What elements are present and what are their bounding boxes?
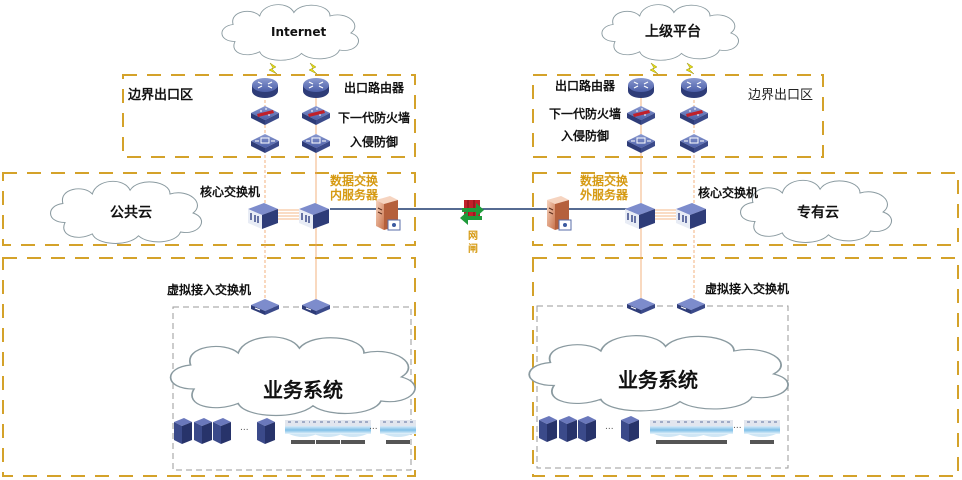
- ips-icon[interactable]: [679, 133, 709, 154]
- core-switch-label-left: 核心交换机: [200, 185, 261, 199]
- ips-label-left: 入侵防御: [350, 135, 399, 149]
- outer-server-label-line1: 数据交换: [580, 174, 629, 188]
- virtual-access-switch-icon[interactable]: [250, 298, 280, 316]
- rack-server-icon: [559, 416, 577, 442]
- border-exit-zone-right: [532, 74, 824, 158]
- border-exit-zone-left: [122, 74, 416, 158]
- outer-exchange-server-icon[interactable]: [546, 195, 572, 231]
- business-system-label-left: 业务系统: [263, 378, 343, 402]
- exit-router-label-right: 出口路由器: [555, 79, 616, 93]
- outer-server-label-line2: 外服务器: [580, 188, 629, 202]
- ellipsis-racks-left: ...: [240, 423, 249, 433]
- core-switch-icon[interactable]: [624, 202, 656, 230]
- ips-icon[interactable]: [301, 133, 331, 154]
- ngfw-label-right: 下一代防火墙: [549, 107, 622, 121]
- virtual-access-switch-icon[interactable]: [626, 297, 656, 315]
- zone-boxes: [2, 74, 959, 477]
- business-system-label-right: 业务系统: [618, 368, 698, 392]
- superior-platform-label: 上级平台: [645, 24, 701, 40]
- gatekeeper-label-line1: 网: [468, 231, 478, 242]
- business-system-box-left: [172, 306, 412, 471]
- rack-server-icon: [213, 418, 231, 444]
- public-cloud-label: 公共云: [110, 205, 152, 221]
- core-zone-left: [2, 172, 416, 246]
- exit-router-label-left: 出口路由器: [344, 81, 405, 95]
- ellipsis-storage-left: ...: [369, 422, 378, 432]
- ips-label-right: 入侵防御: [561, 129, 610, 143]
- inner-server-label-line1: 数据交换: [330, 174, 379, 188]
- wan-link-bolt-icon: [268, 62, 278, 75]
- ngfw-icon[interactable]: [250, 105, 280, 126]
- virtual-access-switch-icon[interactable]: [676, 297, 706, 315]
- gatekeeper-label-line2: 闸: [468, 244, 478, 255]
- exit-router-icon[interactable]: [302, 77, 330, 99]
- exit-router-icon[interactable]: [680, 77, 708, 99]
- wan-link-bolt-icon: [649, 62, 659, 75]
- business-cloud-left: [169, 336, 416, 417]
- gatekeeper-icon[interactable]: [460, 200, 484, 225]
- internet-label: Internet: [271, 25, 327, 39]
- wan-link-bolt-icon: [308, 62, 318, 75]
- inner-exchange-server-icon[interactable]: [375, 195, 401, 231]
- rack-server-icon: [174, 418, 192, 444]
- border-exit-zone-left-label: 边界出口区: [128, 88, 194, 103]
- private-cloud-label: 专有云: [797, 205, 839, 221]
- rack-server-icon: [194, 418, 212, 444]
- rack-server-icon: [257, 418, 275, 444]
- core-switch-label-right: 核心交换机: [698, 186, 759, 200]
- storage-array-icon: [334, 419, 372, 445]
- ngfw-icon[interactable]: [679, 105, 709, 126]
- rack-server-icon: [539, 416, 557, 442]
- core-switch-icon[interactable]: [247, 202, 279, 230]
- exit-router-icon[interactable]: [251, 77, 279, 99]
- storage-array-icon: [743, 419, 781, 445]
- wan-link-bolt-icon: [685, 62, 695, 75]
- business-zone-right: [532, 257, 959, 477]
- virtual-access-switch-label-left: 虚拟接入交换机: [167, 283, 252, 297]
- rack-server-icon: [578, 416, 596, 442]
- ngfw-icon[interactable]: [626, 105, 656, 126]
- business-zone-left: [2, 257, 416, 477]
- virtual-access-switch-label-right: 虚拟接入交换机: [705, 282, 790, 296]
- virtual-access-switch-icon[interactable]: [301, 298, 331, 316]
- inner-server-label-line2: 内服务器: [330, 188, 379, 202]
- ips-icon[interactable]: [626, 133, 656, 154]
- ellipsis-storage-right: ...: [733, 421, 742, 431]
- exit-router-icon[interactable]: [627, 77, 655, 99]
- rack-server-icon: [621, 416, 639, 442]
- ips-icon[interactable]: [250, 133, 280, 154]
- ellipsis-racks-right: ...: [605, 422, 614, 432]
- core-zone-right: [532, 172, 959, 246]
- core-switch-icon[interactable]: [675, 202, 707, 230]
- ngfw-icon[interactable]: [301, 105, 331, 126]
- ngfw-label-left: 下一代防火墙: [338, 111, 411, 125]
- border-exit-zone-right-label: 边界出口区: [748, 88, 814, 103]
- core-switch-icon[interactable]: [298, 202, 330, 230]
